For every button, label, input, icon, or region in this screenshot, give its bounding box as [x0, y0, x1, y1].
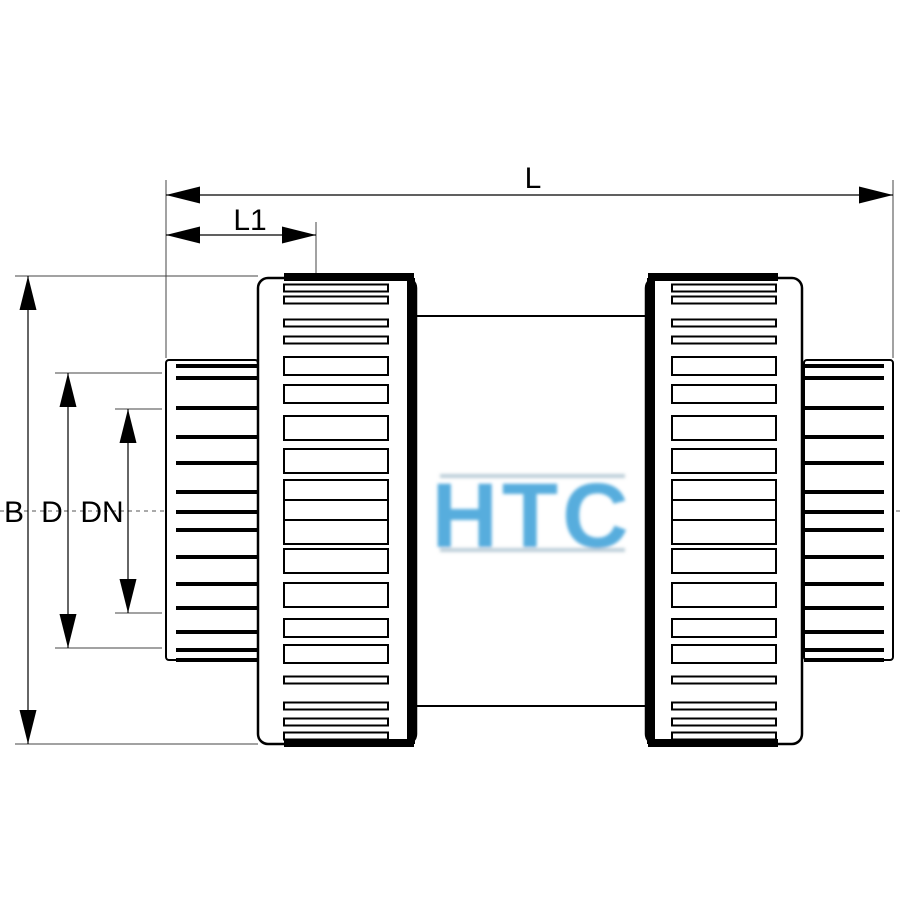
label-B: B: [4, 496, 24, 529]
htc-logo-watermark: HTC: [431, 465, 632, 567]
grip-rib: [671, 448, 777, 474]
grip-rib: [671, 384, 777, 404]
label-DN: DN: [80, 496, 123, 529]
grip-rib: [671, 318, 777, 328]
grip-rib: [671, 717, 777, 727]
svg-text:HTC: HTC: [431, 465, 632, 567]
grip-rib: [283, 717, 389, 727]
grip-rib: [283, 731, 389, 741]
grip-rib: [671, 548, 777, 574]
grip-rib: [283, 283, 389, 293]
grip-rib: [671, 335, 777, 345]
grip-rib: [671, 644, 777, 664]
right-union-nut: [644, 273, 804, 747]
grip-rib: [283, 675, 389, 685]
grip-rib: [283, 448, 389, 474]
grip-rib: [283, 701, 389, 711]
left-union-nut: [256, 273, 418, 747]
dimension-lines: [19, 186, 893, 744]
grip-rib: [283, 335, 389, 345]
grip-rib: [283, 356, 389, 376]
grip-rib: [283, 618, 389, 638]
label-L1: L1: [233, 204, 266, 237]
left-end-connector: [165, 359, 259, 662]
grip-rib: [671, 675, 777, 685]
grip-rib: [671, 519, 777, 545]
grip-rib: [671, 618, 777, 638]
label-L: L: [525, 162, 542, 195]
grip-rib: [671, 356, 777, 376]
label-D: D: [41, 496, 63, 529]
right-end-connector: [803, 359, 894, 662]
grip-rib: [283, 295, 389, 305]
grip-rib: [671, 295, 777, 305]
grip-rib: [671, 415, 777, 441]
grip-rib: [671, 731, 777, 741]
grip-rib: [671, 283, 777, 293]
grip-rib: [283, 415, 389, 441]
grip-rib: [283, 519, 389, 545]
grip-rib: [671, 582, 777, 608]
grip-rib: [283, 384, 389, 404]
grip-rib: [671, 701, 777, 711]
grip-rib: [283, 548, 389, 574]
grip-rib: [283, 318, 389, 328]
grip-rib: [283, 582, 389, 608]
grip-rib: [283, 644, 389, 664]
